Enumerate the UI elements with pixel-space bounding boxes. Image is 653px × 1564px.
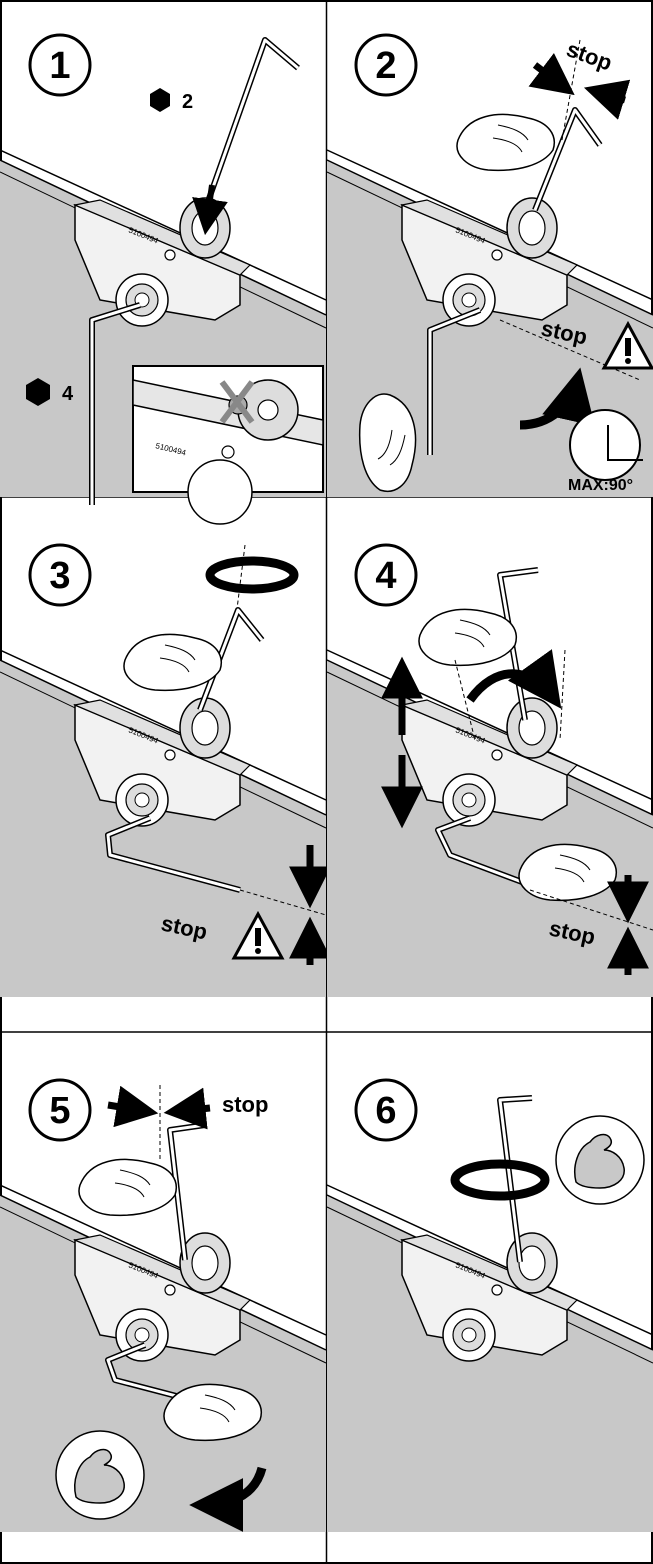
step-6-number: 6: [375, 1090, 396, 1132]
step-6-panel: 6 5100494: [327, 1080, 653, 1532]
step-1-number: 1: [49, 45, 70, 87]
step-3-number: 3: [49, 555, 70, 597]
max-angle-label: MAX:90°: [568, 477, 633, 494]
step-5-number: 5: [49, 1090, 70, 1132]
strength-muscle-icon: [56, 1431, 144, 1519]
long-hex-key: [205, 40, 298, 210]
step-3-panel: 3 stop 5100494: [0, 545, 326, 997]
hex-key-2-icon: [150, 88, 170, 112]
detail-inset: 5100494: [133, 366, 323, 524]
hex-size-2: 2: [182, 91, 193, 113]
step-2-number: 2: [375, 45, 396, 87]
step-5-panel: 5 stop 5100494: [0, 1080, 326, 1532]
tilt-arrow-icon: [470, 674, 555, 700]
hex-size-4: 4: [62, 383, 74, 405]
rotate-icon: [210, 561, 294, 589]
step-2-panel: 2 stop stop MAX:90° 5100494: [327, 35, 653, 497]
strength-muscle-icon: [556, 1116, 644, 1204]
step-4-panel: 4 stop 5100494: [327, 545, 653, 997]
tighten-rotate-icon: [455, 1164, 545, 1196]
step-4-number: 4: [375, 555, 396, 597]
step-5-stop: stop: [222, 1092, 268, 1117]
step-2-stop-top: stop: [563, 36, 615, 75]
step-1-panel: 1 2 4 5100494 5100494: [0, 35, 326, 524]
